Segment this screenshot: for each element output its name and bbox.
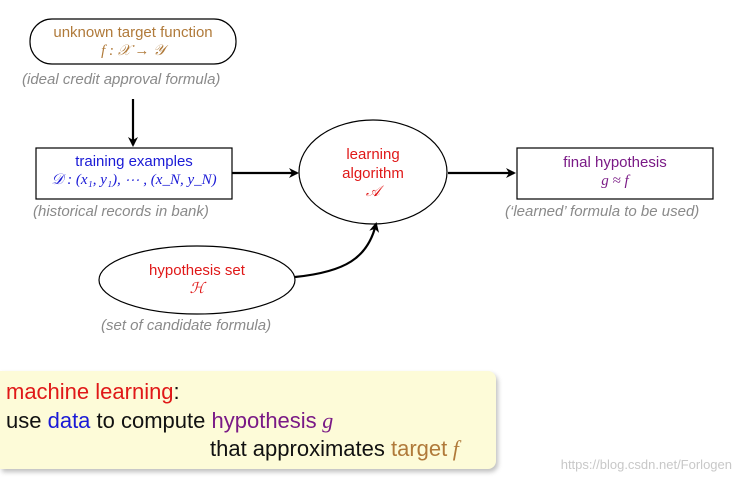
final-hypothesis-box xyxy=(516,147,714,200)
summary-line-1: machine learning: xyxy=(6,379,180,405)
training-examples-math: 𝒟 : (x₁, y₁), ⋯ , (x_N, y_N) xyxy=(51,172,217,188)
summary-approximates-text: that approximates xyxy=(210,436,391,461)
hypothesis-set-node: hypothesis set ℋ xyxy=(99,261,295,299)
summary-line-3: that approximates target f xyxy=(210,436,459,462)
final-hypothesis-math: g ≈ f xyxy=(601,173,629,189)
hypothesis-set-title: hypothesis set xyxy=(149,262,245,279)
training-examples-caption: (historical records in bank) xyxy=(33,203,209,220)
hypothesis-set-ellipse xyxy=(98,245,296,315)
hypothesis-set-math: ℋ xyxy=(189,281,205,297)
target-function-caption: (ideal credit approval formula) xyxy=(22,71,221,88)
summary-line-2: use data to compute hypothesis g xyxy=(6,408,333,434)
summary-box: machine learning: use data to compute hy… xyxy=(0,371,496,469)
summary-g-symbol: g xyxy=(316,408,334,433)
target-function-title: unknown target function xyxy=(53,24,213,41)
learning-algorithm-line1: learning xyxy=(346,146,400,163)
final-hypothesis-caption: (‘learned’ formula to be used) xyxy=(505,203,700,220)
learning-algorithm-node: learning algorithm 𝒜 xyxy=(299,145,447,202)
training-examples-title: training examples xyxy=(75,153,193,170)
training-examples-box xyxy=(35,147,233,200)
training-examples-node: training examples 𝒟 : (x₁, y₁), ⋯ , (x_N… xyxy=(36,152,232,190)
summary-target-word: target xyxy=(390,436,448,461)
summary-use-text: use xyxy=(6,408,48,433)
watermark-text: https://blog.csdn.net/Forlogen xyxy=(560,457,732,472)
target-function-math: f : 𝒳 → 𝒴 xyxy=(101,43,165,59)
arrow-hypothesis-to-algorithm xyxy=(294,222,380,279)
learning-algorithm-line2: algorithm xyxy=(342,165,404,182)
target-function-node: unknown target function f : 𝒳 → 𝒴 xyxy=(30,23,236,61)
final-hypothesis-node: final hypothesis g ≈ f xyxy=(517,153,713,191)
summary-term: machine learning xyxy=(6,379,174,404)
summary-compute-text: to compute xyxy=(90,408,212,433)
summary-data-word: data xyxy=(47,408,91,433)
target-function-box xyxy=(29,18,237,65)
learning-algorithm-math: 𝒜 xyxy=(365,184,381,200)
hypothesis-set-caption: (set of candidate formula) xyxy=(101,317,272,334)
summary-f-symbol: f xyxy=(447,436,459,461)
summary-colon: : xyxy=(173,379,180,404)
summary-hypothesis-word: hypothesis xyxy=(211,408,317,433)
final-hypothesis-title: final hypothesis xyxy=(563,154,667,171)
